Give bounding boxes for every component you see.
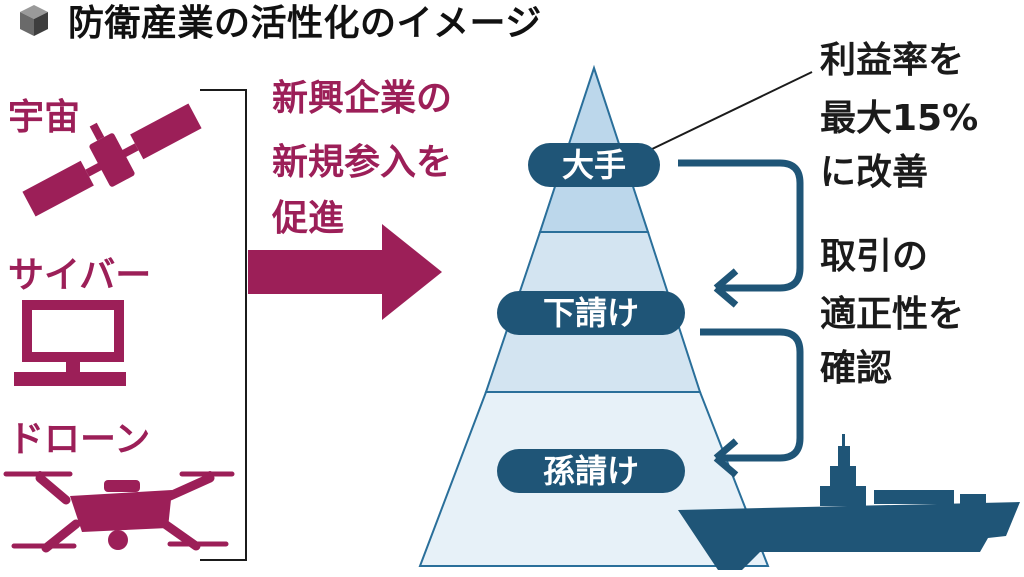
profit-note-line-1: 利益率を: [820, 40, 965, 81]
transaction-note-line-1: 取引の: [820, 236, 929, 277]
category-label-cyber: サイバー: [8, 255, 152, 296]
profit-leader-line: [649, 71, 813, 151]
category-label-space: 宇宙: [8, 97, 81, 138]
big-arrow: [248, 224, 442, 320]
tier-pill-subcontractors: 下請け: [497, 291, 685, 335]
tier-pill-sub-subcontractors: 孫請け: [497, 449, 685, 493]
entry-message-line-1: 新興企業の: [272, 78, 453, 119]
page-title: 防衛産業の活性化のイメージ: [68, 3, 542, 44]
entry-message-line-3: 促進: [272, 198, 345, 239]
computer-monitor-icon: [14, 300, 126, 386]
transaction-note-line-3: 確認: [820, 348, 893, 389]
satellite-icon: [22, 103, 202, 217]
warship-icon: [678, 434, 1020, 570]
flow-arrows: [678, 159, 804, 478]
category-bracket: [200, 89, 247, 561]
category-label-drone: ドローン: [8, 419, 151, 460]
cube-icon: [20, 5, 48, 36]
transaction-note-line-2: 適正性を: [820, 294, 965, 335]
drone-icon: [3, 471, 235, 553]
profit-note-line-3: に改善: [820, 152, 929, 193]
profit-note-line-2: 最大15%: [820, 98, 979, 139]
tier-pill-large-companies: 大手: [528, 143, 660, 187]
drone-body: [70, 480, 172, 550]
entry-message-line-2: 新規参入を: [272, 142, 453, 183]
